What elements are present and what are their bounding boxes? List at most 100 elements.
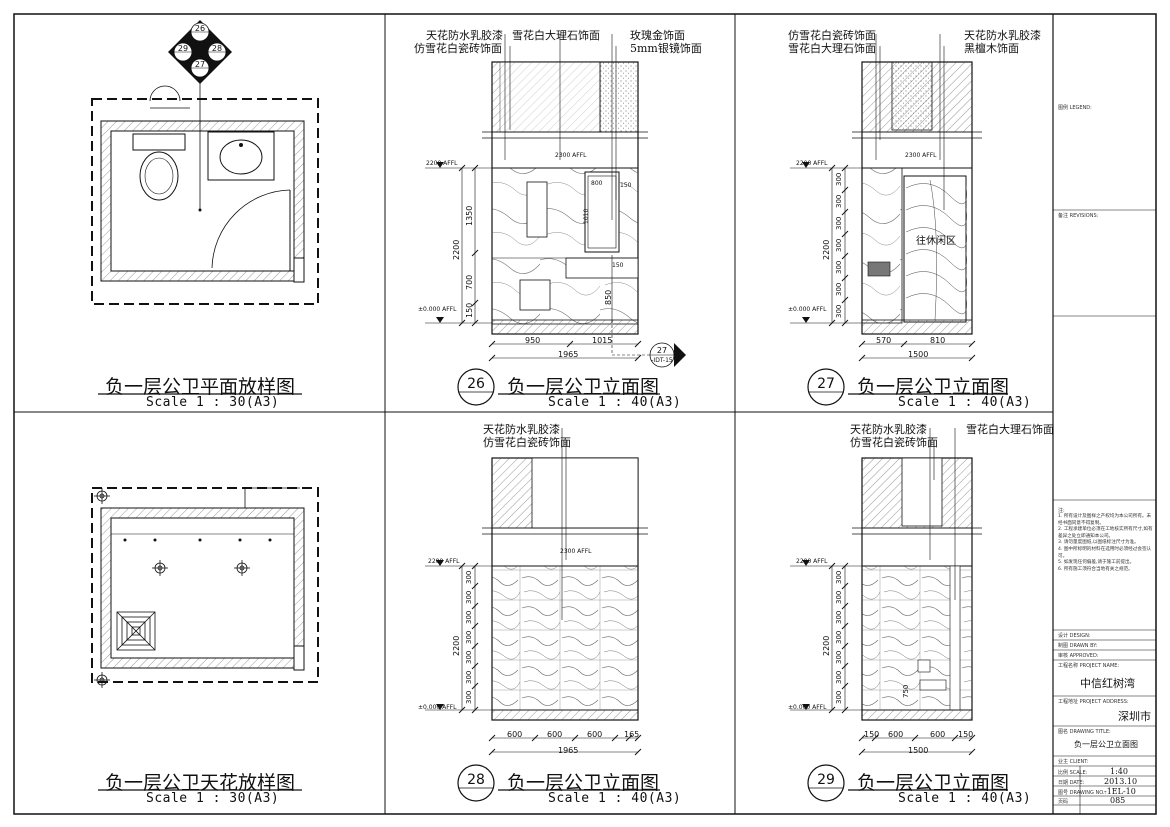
dimension-label: 300	[835, 194, 843, 208]
dimension-label: 300	[835, 670, 843, 684]
project-address-label: 工程地址 PROJECT ADDRESS:	[1058, 699, 1129, 705]
callout: 5mm银镜饰面	[630, 42, 702, 55]
dimension-label: 600	[587, 730, 603, 739]
level-floor: ±0.000 AFFL	[418, 704, 457, 711]
level-top: 2200 AFFL	[796, 160, 828, 167]
dimension-label: 300	[465, 590, 473, 604]
dimension-label: 300	[835, 304, 843, 318]
client-label: 业主 CLIENT:	[1058, 759, 1089, 765]
dimension-label: 2200	[452, 635, 461, 656]
callout: 仿雪花白瓷砖饰面	[850, 436, 938, 449]
callout: 雪花白大理石饰面	[512, 29, 600, 42]
level-ceiling: 2300 AFFL	[555, 152, 587, 159]
panel-title-27: 负一层公卫立面图	[857, 376, 1010, 398]
dimension-label: 800	[591, 180, 603, 187]
panel-scale-26: Scale 1 : 40(A3)	[548, 395, 682, 410]
dimension-label: 150	[958, 730, 974, 739]
view-number-27: 27	[817, 376, 835, 392]
dimension-label: 2200	[822, 239, 831, 260]
elevation-28	[425, 428, 648, 756]
callout: 仿雪花白瓷砖饰面	[414, 42, 502, 55]
dimension-label: 150	[864, 730, 880, 739]
elevation-29	[790, 428, 982, 756]
dimension-label: 1015	[592, 336, 613, 345]
title-block-grid	[1053, 209, 1156, 814]
view-number-26: 26	[467, 376, 485, 392]
page-value: 085	[1110, 796, 1126, 805]
section-number: 27	[657, 346, 667, 355]
panel-scale-plan: Scale 1 : 30(A3)	[146, 395, 280, 410]
dimension-label: 300	[465, 630, 473, 644]
level-floor: ±0.000 AFFL	[418, 306, 457, 313]
dimension-label: 300	[835, 216, 843, 230]
level-top: 2200 AFFL	[428, 558, 460, 565]
dimension-label: 165	[624, 730, 640, 739]
scale-value: 1:40	[1110, 767, 1128, 776]
legend-label: 图例 LEGEND:	[1058, 105, 1092, 111]
approved-label: 审核 APPROVED:	[1058, 653, 1099, 659]
dimension-label: 1965	[558, 350, 579, 359]
index-28: 27	[195, 60, 205, 69]
notes-list: 1. 所有设计及图样之产权均为本公司所有。未经书面同意不得复制。2. 工程承建单…	[1058, 514, 1153, 573]
panel-scale-28: Scale 1 : 40(A3)	[548, 791, 682, 806]
dimension-label: 600	[547, 730, 563, 739]
dimension-label: 150	[612, 262, 624, 269]
callout: 天花防水乳胶漆	[964, 29, 1041, 42]
notes-label: 注:	[1058, 508, 1065, 514]
drawing-title: 负一层公卫立面图	[1074, 740, 1138, 749]
dimension-label: 300	[835, 590, 843, 604]
dimension-label: 1500	[908, 746, 929, 755]
panel-title-ceiling: 负一层公卫天花放样图	[105, 772, 296, 794]
note-item: 3. 请勿量度图纸,以图纸标注尺寸为准。	[1058, 540, 1139, 546]
dimension-label: 300	[835, 690, 843, 704]
level-ceiling: 2300 AFFL	[560, 548, 592, 555]
dimension-label: 300	[835, 172, 843, 186]
index-29: 29	[178, 44, 188, 53]
callout: 雪花白大理石饰面	[966, 423, 1054, 436]
dimension-label: 1500	[908, 350, 929, 359]
door-sign: 往休闲区	[916, 236, 956, 247]
panel-scale-ceiling: Scale 1 : 30(A3)	[146, 791, 280, 806]
drawing-no-label: 图号 DRAWING NO.:	[1058, 790, 1107, 796]
index-26: 26	[195, 24, 205, 33]
dimension-label: 300	[465, 610, 473, 624]
dimension-label: 950	[525, 336, 541, 345]
dimension-label: 300	[835, 238, 843, 252]
level-top: 2200 AFFL	[796, 558, 828, 565]
project-name-label: 工程名称 PROJECT NAME:	[1058, 663, 1120, 669]
dimension-label: 570	[876, 336, 892, 345]
note-item: 1. 所有设计及图样之产权均为本公司所有。未经书面同意不得复制。	[1058, 514, 1152, 526]
level-floor: ±0.000 AFFL	[788, 306, 827, 313]
date-label: 日期 DATE:	[1058, 780, 1085, 786]
note-item: 2. 工程承建单位必须在工地核实所有尺寸,如有差异之处立即通知本公司。	[1058, 527, 1153, 539]
elevation-26: 27 -IDT-15	[425, 34, 686, 368]
project-name: 中信红树湾	[1080, 677, 1135, 690]
index-27: 28	[212, 44, 222, 53]
view-number-28: 28	[467, 772, 485, 788]
elevation-27	[790, 34, 982, 362]
dimension-label: 2200	[822, 635, 831, 656]
drawn-label: 制图 DRAWN BY:	[1058, 643, 1098, 649]
callout: 天花防水乳胶漆	[483, 423, 560, 436]
page-label: 页码	[1058, 799, 1069, 805]
panel-scale-29: Scale 1 : 40(A3)	[898, 791, 1032, 806]
dimension-label: 300	[465, 650, 473, 664]
date-value: 2013.10	[1104, 777, 1138, 786]
callout: 黑檀木饰面	[964, 42, 1019, 55]
level-top: 2200 AFFL	[426, 160, 458, 167]
dimension-label: 1965	[558, 746, 579, 755]
dimension-label: 300	[835, 260, 843, 274]
note-item: 4. 图中所标明的材料在选用时必须经过会签认可。	[1058, 546, 1152, 559]
revisions-label: 备注 REVISIONS:	[1058, 213, 1099, 219]
level-ceiling: 2300 AFFL	[905, 152, 937, 159]
dimension-label: 1350	[465, 205, 474, 226]
dimension-label: 600	[507, 730, 523, 739]
dimension-label: 300	[465, 690, 473, 704]
dimension-label: 150	[465, 302, 474, 318]
panel-title-26: 负一层公卫立面图	[507, 376, 660, 398]
drawing-no: -1EL-10	[1104, 787, 1136, 796]
panel-scale-27: Scale 1 : 40(A3)	[898, 395, 1032, 410]
dimension-label: 300	[465, 570, 473, 584]
